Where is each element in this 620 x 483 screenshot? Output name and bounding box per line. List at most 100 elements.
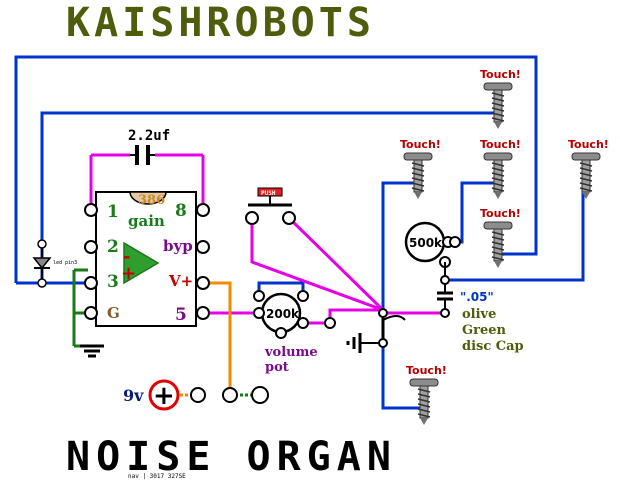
screw-thread [411,177,425,182]
screw-thread [411,162,425,167]
screw-thread [491,256,505,261]
screw-thread [491,187,505,192]
screw-thread [491,92,505,97]
screw-head-icon [403,152,433,161]
screw-thread [491,97,505,102]
screw-thread [417,388,431,393]
footer-title: NOISE ORGAN [66,434,397,480]
screw-thread [491,167,505,172]
volume-pot-value: 200k [266,307,300,321]
led-tiny-text: led pin3 [53,260,77,266]
chip-notch [129,191,167,205]
volume-pot-caption-1: volume [264,345,318,360]
touch-screw: Touch! [406,364,447,425]
chip-part: 386 [138,193,165,208]
screw-thread [491,117,505,122]
ground-icon [74,344,104,358]
screw-thread [491,246,505,251]
capacitor-value: 2.2uf [128,128,170,144]
wire-touch-bottom [381,343,420,410]
blue-wires [14,55,585,410]
wire-pot-out [303,308,383,325]
screw-tip [494,122,502,129]
screw-thread [417,398,431,403]
screw-thread [411,167,425,172]
wire-touch-right [445,183,585,282]
pot-500k-value: 500k [409,236,443,250]
push-switch-label: PUSH [261,190,276,197]
screw-tip [494,261,502,268]
touch-label: Touch! [480,207,521,220]
chip-byp-label: byp [163,237,193,255]
volume-pot-caption-2: pot [265,360,289,375]
battery-terminal [148,379,180,411]
screw-thread [411,172,425,177]
screw-thread [579,172,593,177]
touch-screw: Touch! [568,138,609,199]
chip-pin-3: 3 [107,272,119,292]
battery-label: 9v [123,386,144,405]
touch-screw: Touch! [480,68,521,129]
screw-thread [411,182,425,187]
push-switch: PUSH [245,187,296,225]
wire-push-right [287,216,385,312]
volume-pot: 200k volume pot [253,290,336,375]
screw-thread [491,177,505,182]
screw-head-icon [571,152,601,161]
touch-screw: Touch! [480,138,521,199]
wire-vplus [203,281,232,395]
touch-points: Touch! Touch! Touch! Touch! Touch! Touch! [400,68,609,425]
screw-thread [417,413,431,418]
screw-thread [579,182,593,187]
wire-outer-loop [14,55,538,283]
disc-cap-line2: Green [462,323,506,338]
screw-thread [417,393,431,398]
chip-pins [84,203,210,320]
capacitor-2-2uf: 2.2uf [128,128,170,165]
disc-cap-line1: olive [462,307,496,322]
disc-cap-value: ".05" [460,290,494,304]
opamp-minus: - [123,246,130,267]
screw-thread [491,102,505,107]
amplifier-chip: 386 gain 1 8 2 3 G 5 byp V+ - + [84,191,210,327]
chip-vplus-label: V+ [168,272,193,290]
screw-thread [491,162,505,167]
transistor [346,308,406,353]
chip-pin-2: 2 [107,237,119,257]
opamp-plus: + [121,263,136,284]
screw-thread [491,231,505,236]
screw-thread [491,251,505,256]
touch-label: Touch! [480,138,521,151]
screw-tip [420,418,428,425]
screw-head-icon [483,221,513,230]
screw-thread [491,172,505,177]
chip-pin-5: 5 [175,305,187,325]
disc-capacitor: ".05" olive Green disc Cap [437,275,524,354]
screw-thread [579,177,593,182]
screw-thread [491,107,505,112]
opamp-triangle [123,241,160,285]
touch-screw: Touch! [480,207,521,268]
touch-label: Touch! [406,364,447,377]
touch-label: Touch! [568,138,609,151]
screw-thread [491,182,505,187]
screw-thread [417,403,431,408]
wire-push-left [250,218,384,312]
screw-tip [582,192,590,199]
touch-screw: Touch! [400,138,441,199]
footer-credit: nav | 3017 327SE [128,473,186,480]
wire-pot-loop [257,281,305,296]
chip-pin-8: 8 [175,201,187,221]
wire-touch-left [381,181,418,310]
led-icon: led pin3 [32,239,77,288]
touch-label: Touch! [480,68,521,81]
pot-500k: 500k [404,221,461,280]
disc-cap-line3: disc Cap [462,339,524,354]
screw-thread [579,162,593,167]
screw-head-icon [483,152,513,161]
battery: 9v + [123,379,269,411]
touch-label: Touch! [400,138,441,151]
screw-thread [491,241,505,246]
